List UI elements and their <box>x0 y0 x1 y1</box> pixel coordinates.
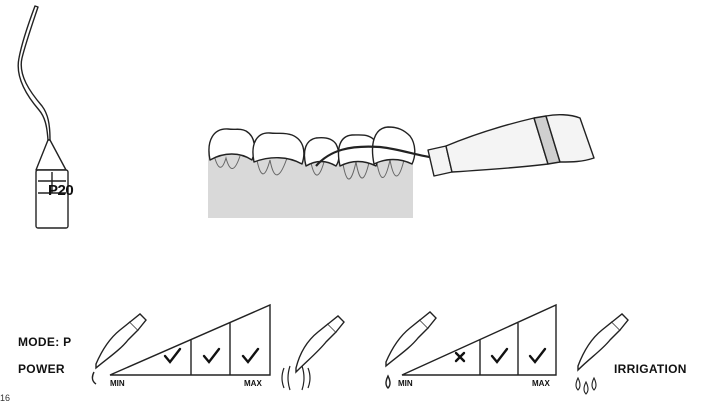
power-triangle <box>109 303 271 376</box>
tip-needle <box>17 5 51 141</box>
water-drop-single <box>385 374 391 389</box>
power-level-2-check-icon <box>202 347 221 364</box>
irrigation-min-label: MIN <box>398 379 413 388</box>
irrigation-level-1-cross-icon <box>454 351 466 363</box>
water-drops-multi <box>575 376 597 395</box>
handpiece-end <box>545 113 595 163</box>
vibration-waves <box>281 365 311 391</box>
irrigation-level-2-check-icon <box>490 347 509 364</box>
power-level-1-check-icon <box>163 347 182 364</box>
irrigation-level-marks <box>454 347 547 364</box>
tooth-crowns <box>208 126 416 167</box>
power-label: POWER <box>18 362 65 376</box>
tip-base <box>35 169 69 229</box>
handpiece <box>315 113 595 177</box>
p20-tip-drawing <box>17 5 69 229</box>
power-level-marks <box>163 347 260 364</box>
irrigation-scale <box>385 303 629 395</box>
power-level-3-check-icon <box>241 347 260 364</box>
tooth-2 <box>252 132 305 165</box>
power-min-label: MIN <box>110 379 125 388</box>
irrigation-level-3-check-icon <box>528 347 547 364</box>
handpiece-tip-wire <box>315 145 437 167</box>
teeth-scene <box>208 126 416 218</box>
tooth-3 <box>303 136 340 167</box>
power-max-label: MAX <box>244 379 262 388</box>
handpiece-body <box>445 117 549 173</box>
irrigation-max-label: MAX <box>532 379 550 388</box>
power-handpiece-left <box>95 321 139 370</box>
tip-model-label: P20 <box>48 182 74 199</box>
tooth-1 <box>208 128 256 161</box>
irrigation-handpiece-left <box>385 319 429 368</box>
mode-label: MODE: P <box>18 335 72 349</box>
power-handpiece-right <box>295 323 337 374</box>
tooth-5 <box>371 126 416 165</box>
tooth-4 <box>337 134 380 167</box>
irrigation-label: IRRIGATION <box>614 362 687 376</box>
power-scale <box>91 303 345 391</box>
tip-cone <box>35 139 67 171</box>
page-number: 16 <box>0 393 11 403</box>
